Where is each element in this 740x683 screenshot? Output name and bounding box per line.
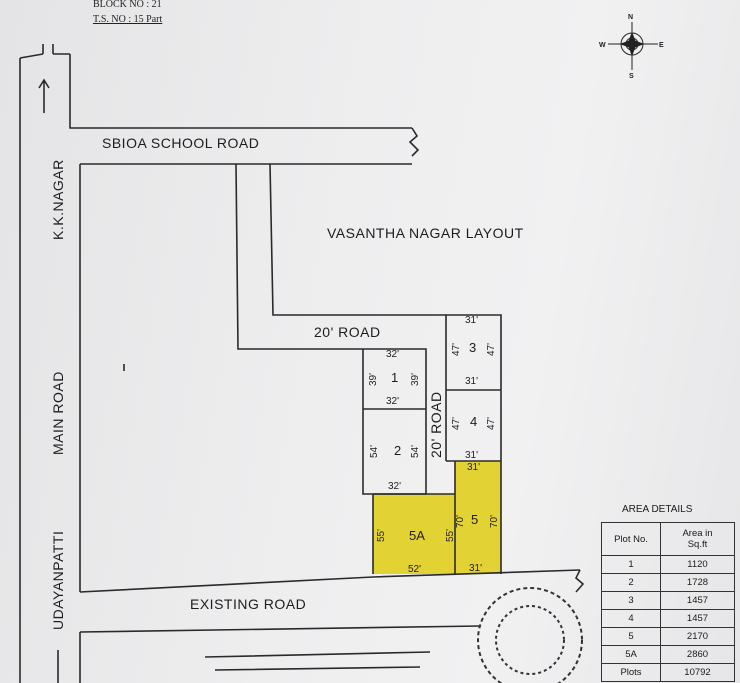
plots-3-4-block (446, 314, 502, 574)
road-break-bottom (575, 569, 585, 593)
area-details-title: AREA DETAILS (622, 504, 693, 515)
compass-rose-icon (608, 22, 658, 70)
official-stamp (477, 587, 583, 683)
compass-s: S (629, 73, 634, 80)
plot-5-bottom-dim: 31' (469, 563, 482, 574)
plot-4-left-dim: 47' (451, 417, 462, 430)
layout-boundary (269, 163, 447, 461)
plot-5a-left-dim: 55' (376, 529, 387, 542)
plot-5-left-dim: 70' (455, 515, 466, 528)
plot-3-bottom-dim: 31' (465, 376, 478, 387)
road-20-lower-line (235, 163, 363, 350)
main-road-top-line (19, 53, 70, 59)
plot-2-left-dim: 54' (369, 445, 380, 458)
road-break-top (408, 127, 420, 157)
school-road-label: SBIOA SCHOOL ROAD (102, 135, 259, 151)
plot-1-left-dim: 39' (368, 373, 379, 386)
plot-5a-box (372, 493, 455, 574)
plot-5a-label: 5A (409, 528, 425, 543)
plot-5-label: 5 (471, 512, 478, 527)
plot-5-fill (455, 461, 501, 574)
plot-5-top-dim: 31' (467, 462, 480, 473)
ts-number: T.S. NO : 15 Part (93, 14, 162, 25)
compass-e: E (659, 42, 664, 49)
plot-1-right-dim: 39' (410, 373, 421, 386)
plot-2-bottom-dim: 32' (388, 481, 401, 492)
plot-5a-fill (373, 494, 455, 574)
road-20-mid-label: 20' ROAD (428, 391, 444, 458)
school-road-bottom-line (69, 54, 412, 129)
plot-3-left-dim: 47' (451, 343, 462, 356)
plot-3-top-dim: 31' (465, 315, 478, 326)
plot-4-right-dim: 47' (486, 417, 497, 430)
block-number: BLOCK NO : 21 (93, 0, 162, 10)
compass-n: N (628, 14, 633, 21)
plot-1-bottom-dim: 32' (386, 396, 399, 407)
plot-2-right-dim: 54' (410, 445, 421, 458)
plot-5-right-dim: 70' (489, 515, 500, 528)
inner-rule (204, 651, 431, 671)
main-road-label: MAIN ROAD (50, 371, 66, 455)
existing-road-label: EXISTING ROAD (190, 596, 306, 612)
plot-3-label: 3 (469, 340, 476, 355)
plot-4-label: 4 (470, 414, 477, 429)
existing-road-top-line (79, 569, 581, 593)
plot-3-right-dim: 47' (486, 343, 497, 356)
plot-1-top-dim: 32' (386, 349, 399, 360)
plot-4-bottom-dim: 31' (465, 450, 478, 461)
road-arrow-top-icon (42, 44, 54, 54)
plot-5a-bottom-dim: 52' (408, 564, 421, 575)
plot-5a-right-dim: 55' (445, 529, 456, 542)
plot-1-label: 1 (391, 370, 398, 385)
kknagar-label: K.K.NAGAR (50, 159, 66, 240)
compass-w: W (599, 42, 606, 49)
plot-2-label: 2 (394, 443, 401, 458)
header-plot-no: Plot No. (601, 522, 661, 556)
north-arrow-icon (38, 78, 50, 113)
layout-label: VASANTHA NAGAR LAYOUT (327, 225, 524, 241)
existing-road-lower-line (79, 625, 481, 633)
udayanpatti-label: UDAYANPATTI (50, 531, 66, 630)
road-20-top-label: 20' ROAD (314, 324, 381, 340)
